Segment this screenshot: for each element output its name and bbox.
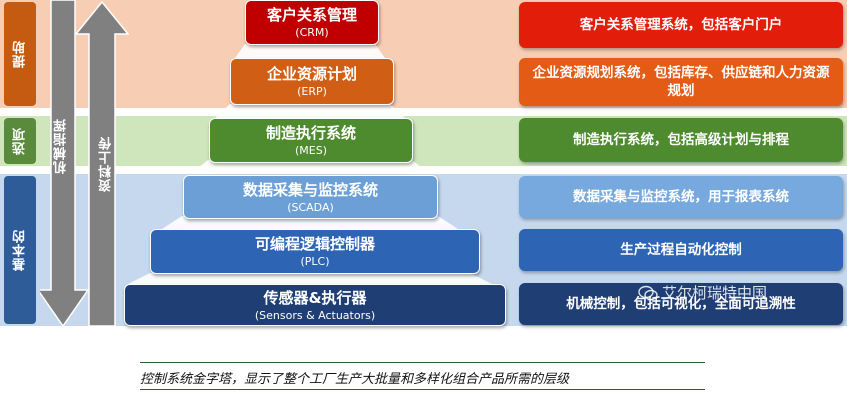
side-tab-basic: 基本的	[4, 176, 36, 324]
desc-crm: 客户关系管理系统，包括客户门户	[519, 2, 843, 48]
side-tab-options-label: 选项	[12, 127, 28, 155]
side-tab-support-label: 提助	[12, 40, 28, 68]
layer-erp-name: 企业资源计划	[266, 65, 357, 83]
desc-erp-text: 企业资源规划系统，包括库存、供应链和人力资源规划	[532, 65, 830, 99]
figure-caption: 控制系统金字塔，显示了整个工厂生产大批量和多样化组合产品所需的层级	[140, 372, 570, 387]
down-arrow-shape	[40, 0, 90, 328]
desc-scada-text: 数据采集与监控系统，用于报表系统	[573, 189, 789, 205]
layer-crm-abbr: (CRM)	[295, 26, 329, 39]
desc-plc-text: 生产过程自动化控制	[620, 242, 742, 258]
down-arrow-label: 机械指挥	[54, 118, 69, 174]
desc-plc: 生产过程自动化控制	[519, 229, 843, 271]
layer-mes-abbr: (MES)	[294, 144, 327, 157]
desc-crm-text: 客户关系管理系统，包括客户门户	[579, 17, 783, 33]
side-tab-support: 提助	[4, 2, 36, 106]
desc-mes-text: 制造执行系统，包括高级计划与排程	[573, 132, 789, 148]
layer-scada-name: 数据采集与监控系统	[242, 180, 378, 199]
layer-sensors-name: 传感器&执行器	[263, 288, 367, 307]
side-tab-basic-label: 基本的	[12, 229, 28, 271]
side-tab-options: 选项	[4, 118, 36, 164]
layer-mes-name: 制造执行系统	[265, 124, 356, 142]
flow-arrows	[40, 0, 130, 328]
layer-scada-abbr: (SCADA)	[287, 200, 334, 214]
layer-sensors-abbr: (Sensors & Actuators)	[254, 308, 376, 322]
layer-plc-name: 可编程逻辑控制器	[254, 235, 375, 253]
up-arrow-label: 资料上传	[99, 136, 114, 192]
layer-plc-abbr: (PLC)	[300, 255, 330, 268]
layer-sensors-actuators: 传感器&执行器 (Sensors & Actuators)	[124, 284, 506, 326]
layer-plc: 可编程逻辑控制器 (PLC)	[150, 229, 480, 274]
layer-mes: 制造执行系统 (MES)	[209, 118, 413, 163]
pyramid-silhouette	[128, 44, 492, 284]
layer-erp: 企业资源计划 (ERP)	[230, 58, 394, 105]
desc-mes: 制造执行系统，包括高级计划与排程	[519, 118, 843, 162]
watermark-text: 艾尔柯瑞特中国	[662, 284, 768, 302]
layer-crm: 客户关系管理 (CRM)	[245, 0, 379, 45]
desc-sensors-text: 机械控制，包括可视化，全面可追溯性	[566, 296, 796, 312]
up-arrow-shape	[74, 0, 130, 327]
caption-bottom-rule	[140, 389, 705, 390]
desc-scada: 数据采集与监控系统，用于报表系统	[519, 176, 843, 218]
wechat-icon	[638, 285, 658, 300]
watermark: 艾尔柯瑞特中国	[638, 282, 767, 303]
layer-scada: 数据采集与监控系统 (SCADA)	[183, 175, 438, 219]
desc-erp: 企业资源规划系统，包括库存、供应链和人力资源规划	[519, 58, 843, 106]
caption-top-rule	[140, 362, 705, 363]
desc-sensors: 机械控制，包括可视化，全面可追溯性	[519, 283, 843, 325]
layer-crm-name: 客户关系管理	[266, 6, 357, 24]
layer-erp-abbr: (ERP)	[297, 85, 327, 98]
